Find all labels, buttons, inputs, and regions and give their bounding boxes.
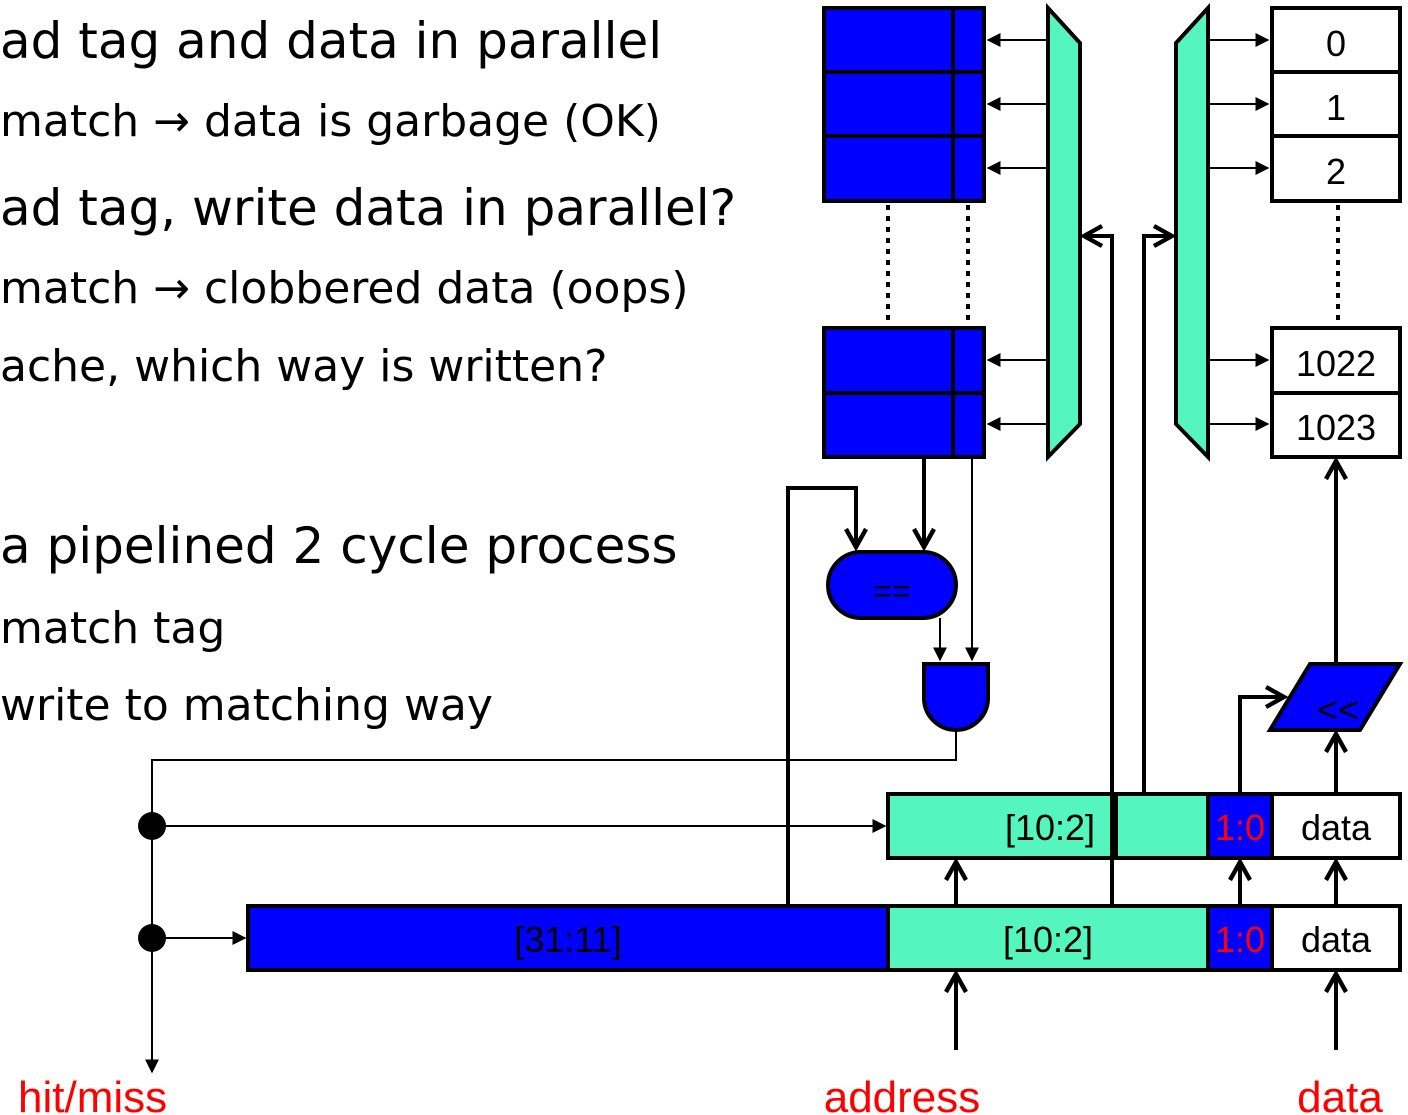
tag-array	[822, 6, 986, 459]
data-array: 0 1 2 1022 1023	[1270, 6, 1402, 459]
bullet-1: ad tag and data in parallel	[0, 12, 662, 70]
bullet-3: ache, which way is written?	[0, 341, 607, 392]
data-label: data	[1297, 1073, 1383, 1115]
address-register: [31:11] [10:2] 1:0 data	[246, 904, 1402, 972]
store-buffer: [10:2] 1:0 data	[886, 792, 1402, 860]
bullet-2: ad tag, write data in parallel?	[0, 179, 736, 237]
comparator: ==	[826, 550, 958, 620]
offset-to-shifter-wire	[1238, 697, 1284, 794]
hit-miss-label: hit/miss	[18, 1073, 167, 1115]
store-buffer-data: data	[1301, 807, 1372, 848]
data-row-label: 2	[1326, 151, 1346, 192]
data-decoder	[1174, 2, 1210, 462]
data-decoder-outputs	[1208, 33, 1270, 431]
address-reg-data: data	[1301, 919, 1372, 960]
bullet-4: a pipelined 2 cycle process	[0, 517, 678, 575]
tag-array-top-block	[822, 6, 986, 203]
shifter-label: <<	[1317, 689, 1359, 730]
hit-miss-wire	[145, 730, 957, 1074]
address-reg-tag: [31:11]	[514, 919, 621, 960]
and-gate	[922, 662, 990, 732]
address-tag-to-comparator-wire	[786, 486, 856, 906]
bullet-list: ad tag and data in parallel match → data…	[0, 12, 736, 731]
store-buffer-index: [10:2]	[1005, 807, 1095, 848]
data-row-label: 1022	[1296, 343, 1376, 384]
tag-decoder	[1046, 2, 1082, 462]
index-to-tag-decoder-wire	[1084, 236, 1114, 906]
index-to-data-decoder-wire	[1142, 236, 1172, 794]
bullet-1-sub: match → data is garbage (OK)	[0, 96, 661, 147]
shifter: <<	[1266, 662, 1404, 732]
comparator-label: ==	[873, 573, 910, 609]
data-row-label: 1023	[1296, 407, 1376, 448]
bullet-2-sub: match → clobbered data (oops)	[0, 263, 689, 314]
data-array-top-block	[1270, 6, 1402, 203]
data-row-label: 0	[1326, 23, 1346, 64]
data-row-label: 1	[1326, 87, 1346, 128]
bullet-4-sub-1: match tag	[0, 603, 225, 654]
address-reg-index: [10:2]	[1003, 919, 1093, 960]
bullet-4-sub-2: write to matching way	[0, 680, 493, 731]
address-label: address	[824, 1073, 981, 1115]
store-buffer-offset: 1:0	[1215, 807, 1265, 848]
tag-decoder-outputs	[986, 33, 1048, 431]
address-reg-offset: 1:0	[1215, 919, 1265, 960]
